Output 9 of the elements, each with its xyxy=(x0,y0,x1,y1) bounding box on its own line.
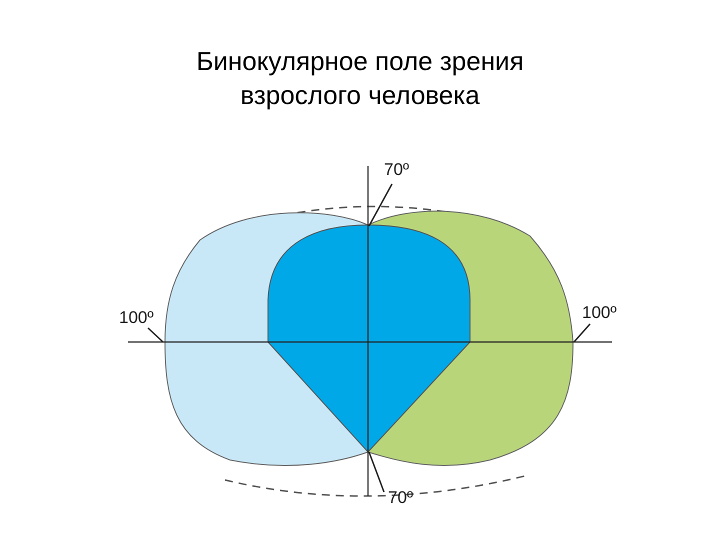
leader-line xyxy=(573,324,591,342)
angle-label: 100º xyxy=(119,308,154,328)
angle-label: 70º xyxy=(388,488,414,508)
leader-line xyxy=(368,452,385,492)
angle-label: 100º xyxy=(582,303,617,323)
leader-line xyxy=(147,327,164,343)
leader-line xyxy=(368,184,393,226)
title: Бинокулярное поле зрения взрослого человека xyxy=(195,45,525,112)
angle-label: 70º xyxy=(384,160,410,180)
